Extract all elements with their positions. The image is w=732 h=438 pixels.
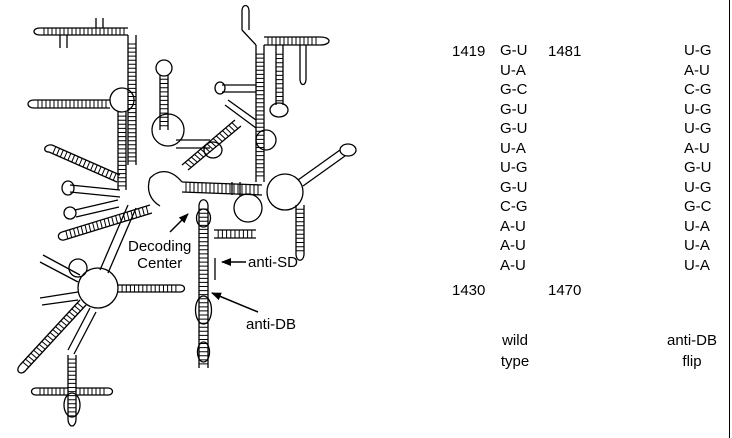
base-pair: U-G	[684, 42, 712, 59]
base-pair: U-G	[684, 100, 712, 118]
decoding-center-line-2: Center	[137, 255, 183, 272]
base-pair: G-U	[500, 178, 528, 196]
flip-caption-line-1: anti-DB	[666, 332, 718, 349]
base-pair: G-U	[684, 159, 712, 176]
wild-type-pair-list: G-U U-A G-C G-U G-U U-A U-G G-U C-G A-U A-U A-U	[500, 41, 528, 275]
base-pair: G-U	[500, 100, 528, 118]
flip-caption: anti-DB flip	[654, 330, 730, 372]
base-pair: C-G	[684, 81, 712, 98]
wild-type-caption-line-2: type	[500, 353, 530, 370]
base-pair: U-A	[684, 237, 710, 254]
base-pair-ticks	[22, 28, 317, 417]
anti-sd-label: anti-SD	[248, 254, 299, 271]
anti-db-label: anti-DB	[246, 316, 297, 333]
flip-caption-line-2: flip	[682, 353, 702, 370]
base-pair: U-G	[684, 178, 712, 196]
wild-type-end-position: 1430	[452, 282, 486, 299]
base-pair: U-A	[684, 256, 710, 274]
base-pair: C-G	[500, 198, 528, 215]
wild-type-start-position: 1419	[452, 43, 486, 60]
decoding-center-line-1: Decoding	[128, 238, 192, 255]
base-pair: U-G	[684, 120, 712, 137]
base-pair: A-U	[684, 61, 710, 79]
wild-type-caption-line-1: wild	[502, 332, 528, 349]
base-pair: A-U	[500, 237, 526, 254]
base-pair: G-U	[500, 120, 528, 137]
flip-pair-list: U-G A-U C-G U-G U-G A-U G-U U-G G-C U-A U-A U-A	[684, 41, 712, 275]
base-pair: G-U	[500, 42, 528, 59]
callout-arrows	[169, 213, 259, 313]
decoding-center-label: Decoding Center	[128, 238, 191, 272]
flip-start-position: 1481	[548, 43, 582, 60]
rrna-secondary-structure	[17, 4, 357, 427]
base-pair: A-U	[684, 139, 710, 157]
decoding-center-arrow	[169, 213, 189, 233]
base-pair: G-C	[500, 81, 528, 98]
flip-end-position: 1470	[548, 282, 582, 299]
base-pair: U-A	[684, 217, 710, 235]
right-frame-line	[729, 0, 730, 438]
base-pair: G-C	[684, 198, 712, 215]
wild-type-caption: wild type	[490, 330, 540, 372]
anti-db-arrow	[211, 292, 259, 313]
base-pair: U-G	[500, 159, 528, 176]
base-pair: A-U	[500, 217, 526, 235]
base-pair: U-A	[500, 139, 526, 157]
base-pair: A-U	[500, 256, 526, 274]
base-pair: U-A	[500, 61, 526, 79]
